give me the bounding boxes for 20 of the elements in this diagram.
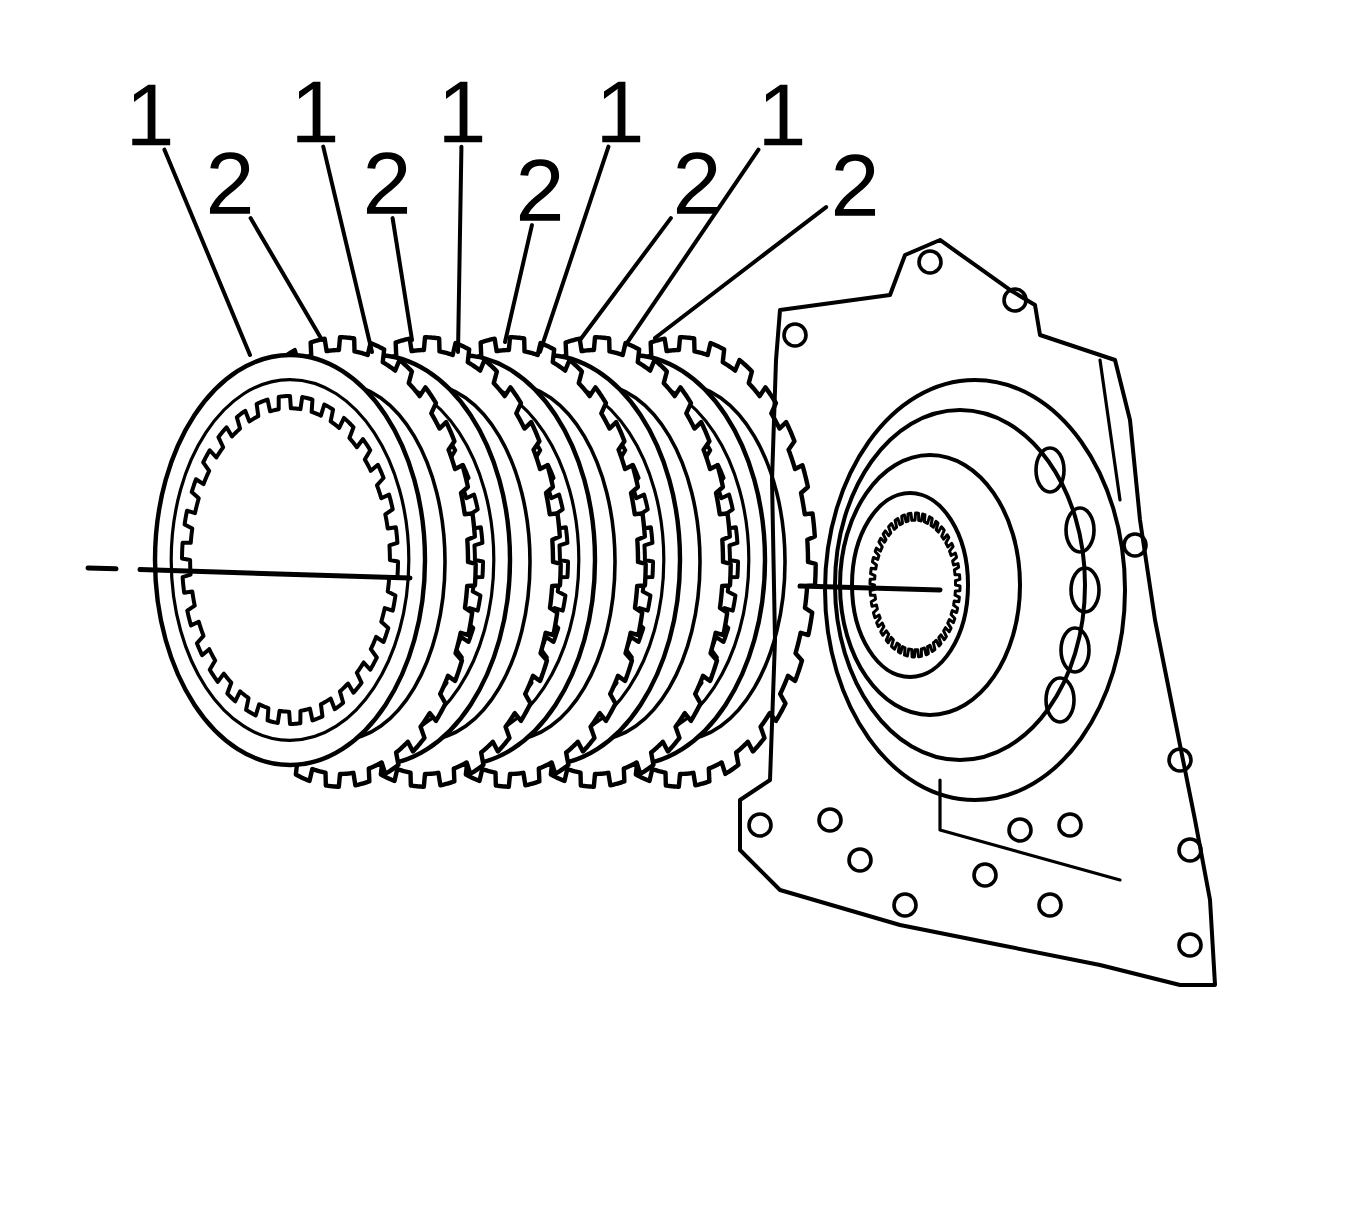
leader-line — [321, 144, 374, 354]
callout-number: 2 — [676, 152, 718, 214]
leader-line — [623, 147, 761, 348]
callout-number: 1 — [602, 81, 641, 143]
leader-line — [503, 223, 534, 344]
leader-line — [162, 147, 252, 357]
leader-line — [248, 216, 324, 342]
callout-number: 2 — [519, 159, 561, 221]
callout-number: 1 — [297, 81, 336, 143]
leader-line — [390, 216, 414, 342]
callout-number: 1 — [764, 84, 803, 146]
leader-line — [653, 205, 829, 340]
callout-number: 2 — [366, 152, 408, 214]
callout-number: 1 — [444, 81, 483, 143]
callout-number: 2 — [834, 154, 876, 216]
leader-line — [538, 144, 611, 354]
leader-line — [456, 144, 464, 354]
leader-line — [578, 216, 673, 342]
callout-number: 2 — [209, 152, 251, 214]
callout-number: 1 — [132, 84, 171, 146]
